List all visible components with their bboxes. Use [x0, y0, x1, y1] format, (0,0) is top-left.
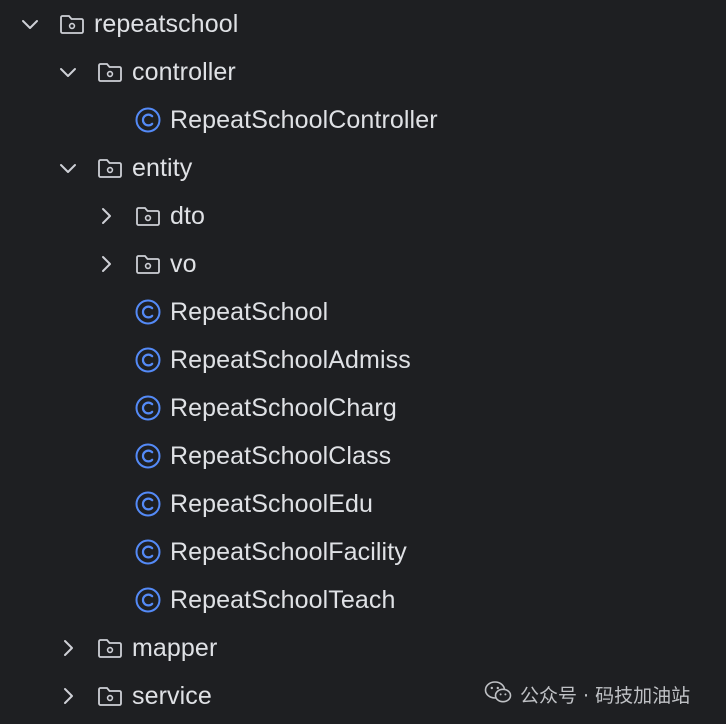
- chevron-right-icon[interactable]: [96, 206, 116, 226]
- tree-item-class[interactable]: RepeatSchoolFacility: [0, 528, 726, 576]
- chevron-right-icon[interactable]: [96, 254, 116, 274]
- class-icon: [134, 298, 162, 326]
- package-folder-icon: [58, 10, 86, 38]
- tree-item-label: repeatschool: [94, 10, 239, 38]
- chevron-right-icon[interactable]: [58, 686, 78, 706]
- package-folder-icon: [96, 58, 124, 86]
- tree-item-dto[interactable]: dto: [0, 192, 726, 240]
- tree-item-class[interactable]: RepeatSchoolTeach: [0, 576, 726, 624]
- tree-item-repeatschool[interactable]: repeatschool: [0, 0, 726, 48]
- class-icon: [134, 490, 162, 518]
- chevron-down-icon[interactable]: [20, 14, 40, 34]
- class-icon: [134, 346, 162, 374]
- tree-item-label: controller: [132, 58, 236, 86]
- tree-item-label: RepeatSchoolController: [170, 106, 438, 134]
- tree-item-label: RepeatSchoolCharg: [170, 394, 397, 422]
- class-icon: [134, 394, 162, 422]
- tree-item-class[interactable]: RepeatSchoolClass: [0, 432, 726, 480]
- tree-item-mapper[interactable]: mapper: [0, 624, 726, 672]
- tree-item-label: RepeatSchoolAdmiss: [170, 346, 411, 374]
- package-folder-icon: [134, 250, 162, 278]
- tree-item-label: RepeatSchoolFacility: [170, 538, 407, 566]
- tree-item-label: RepeatSchoolEdu: [170, 490, 374, 518]
- tree-item-class[interactable]: RepeatSchoolEdu: [0, 480, 726, 528]
- class-icon: [134, 586, 162, 614]
- tree-item-class[interactable]: RepeatSchool: [0, 288, 726, 336]
- tree-item-controller[interactable]: controller: [0, 48, 726, 96]
- tree-item-label: RepeatSchool: [170, 298, 329, 326]
- tree-item-label: service: [132, 682, 212, 710]
- class-icon: [134, 106, 162, 134]
- tree-item-vo[interactable]: vo: [0, 240, 726, 288]
- watermark-text: 公众号 · 码技加油站: [520, 684, 691, 707]
- package-folder-icon: [134, 202, 162, 230]
- watermark: 公众号 · 码技加油站: [484, 678, 690, 710]
- chevron-down-icon[interactable]: [58, 62, 78, 82]
- tree-item-label: vo: [170, 250, 197, 278]
- tree-item-label: dto: [170, 202, 206, 230]
- package-folder-icon: [96, 634, 124, 662]
- package-folder-icon: [96, 682, 124, 710]
- tree-item-label: mapper: [132, 634, 218, 662]
- tree-item-class[interactable]: RepeatSchoolCharg: [0, 384, 726, 432]
- tree-item-class[interactable]: RepeatSchoolController: [0, 96, 726, 144]
- wechat-icon: [484, 680, 512, 709]
- class-icon: [134, 442, 162, 470]
- tree-item-label: RepeatSchoolClass: [170, 442, 392, 470]
- tree-item-label: entity: [132, 154, 193, 182]
- class-icon: [134, 538, 162, 566]
- chevron-down-icon[interactable]: [58, 158, 78, 178]
- chevron-right-icon[interactable]: [58, 638, 78, 658]
- tree-item-service[interactable]: service: [0, 672, 726, 720]
- tree-item-entity[interactable]: entity: [0, 144, 726, 192]
- package-folder-icon: [96, 154, 124, 182]
- tree-item-label: RepeatSchoolTeach: [170, 586, 396, 614]
- tree-item-class[interactable]: RepeatSchoolAdmiss: [0, 336, 726, 384]
